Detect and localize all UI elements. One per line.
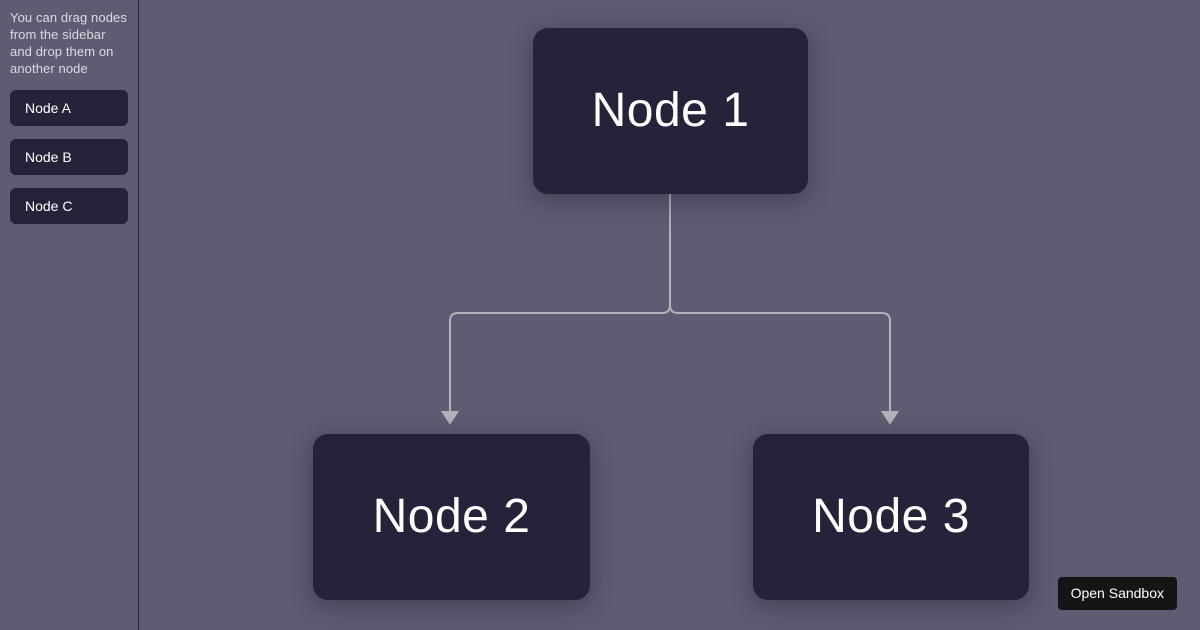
flow-node-node-1[interactable]: Node 1 bbox=[533, 28, 808, 194]
sidebar-item-node-b[interactable]: Node B bbox=[10, 139, 128, 175]
sidebar-item-label: Node A bbox=[25, 100, 71, 116]
open-sandbox-button[interactable]: Open Sandbox bbox=[1057, 577, 1177, 610]
edge-node1-node2 bbox=[449, 194, 671, 411]
flow-canvas[interactable]: Node 1 Node 2 Node 3 Open Sandbox bbox=[139, 0, 1200, 630]
sidebar-item-label: Node B bbox=[25, 149, 72, 165]
sidebar-item-node-c[interactable]: Node C bbox=[10, 188, 128, 224]
sidebar-description: You can drag nodes from the sidebar and … bbox=[10, 10, 127, 76]
flow-node-label: Node 2 bbox=[372, 490, 531, 543]
flow-node-node-2[interactable]: Node 2 bbox=[313, 434, 590, 600]
flow-node-node-3[interactable]: Node 3 bbox=[753, 434, 1029, 600]
flow-node-label: Node 1 bbox=[591, 84, 750, 137]
sidebar: You can drag nodes from the sidebar and … bbox=[0, 0, 139, 630]
arrowhead-node3 bbox=[881, 411, 899, 425]
flow-node-label: Node 3 bbox=[812, 490, 970, 543]
edge-node1-node3 bbox=[669, 194, 891, 411]
arrowhead-node2 bbox=[441, 411, 459, 425]
sidebar-item-label: Node C bbox=[25, 198, 73, 214]
sidebar-item-node-a[interactable]: Node A bbox=[10, 90, 128, 126]
